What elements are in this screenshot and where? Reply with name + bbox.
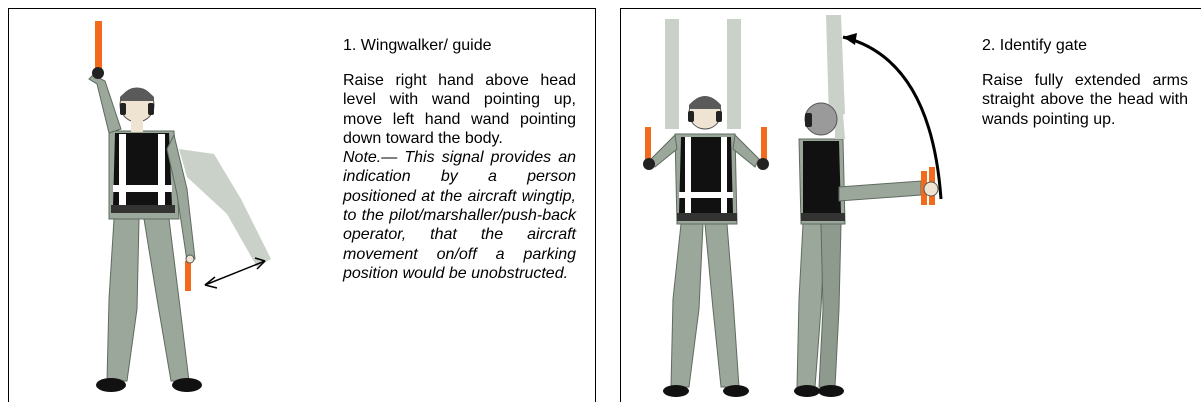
identify-gate-signal-illustration: [621, 9, 981, 402]
signal-title: 1. Wingwalker/ guide: [343, 36, 492, 55]
signal-note: Note.— This signal provides an indicatio…: [343, 148, 576, 283]
signal-title: 2. Identify gate: [982, 36, 1087, 55]
signal-panel-identify-gate: 2. Identify gate Raise fully extended ar…: [620, 8, 1201, 402]
description-text: Raise right hand above head level with w…: [343, 72, 576, 147]
signal-description: Raise fully extended arms straight above…: [982, 71, 1188, 129]
signal-description: Raise right hand above head level with w…: [343, 71, 576, 283]
wingwalker-signal-illustration: [9, 9, 339, 402]
signal-panel-wingwalker: 1. Wingwalker/ guide Raise right hand ab…: [8, 8, 596, 402]
